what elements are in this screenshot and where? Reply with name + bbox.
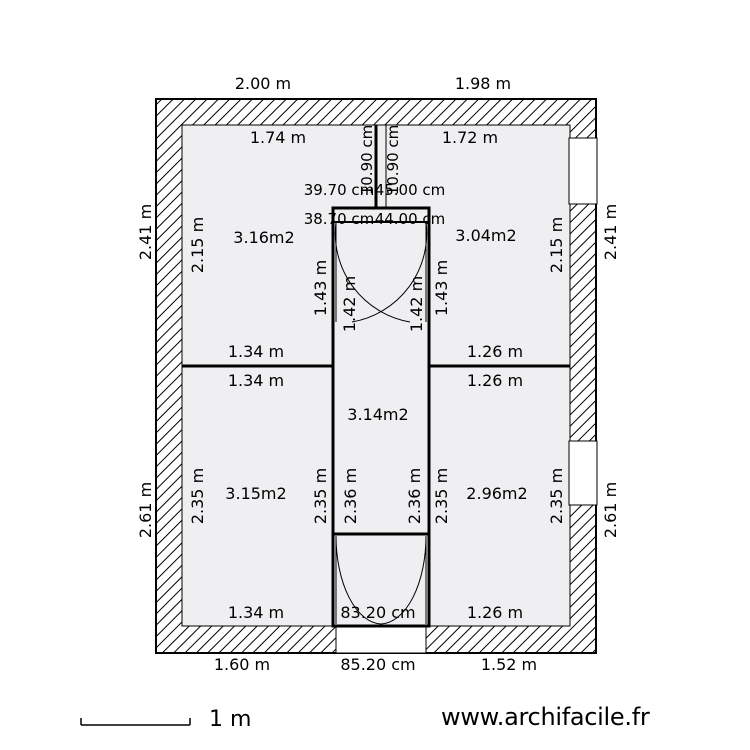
room-4-left-height: 2.35 m: [432, 468, 451, 524]
room-5-width: 83.20 cm: [340, 603, 415, 622]
room-2-top-width: 1.72 m: [442, 128, 498, 147]
room-3-left-height: 2.35 m: [188, 468, 207, 524]
scale-label: 1 m: [209, 707, 252, 732]
room-2-right-height: 2.15 m: [547, 217, 566, 273]
right-dim-top: 2.41 m: [601, 204, 620, 260]
entrance-doors: [335, 535, 427, 625]
room-4-area: 2.96m2: [466, 484, 527, 503]
closet-height-right: 1.42 m: [407, 276, 426, 332]
top-dim-right: 1.98 m: [455, 74, 511, 93]
closet-height-left: 1.42 m: [340, 276, 359, 332]
closet-doors: [334, 221, 428, 323]
room-1-area: 3.16m2: [233, 228, 294, 247]
top-dim-left: 2.00 m: [235, 74, 291, 93]
bottom-dim-right: 1.52 m: [481, 655, 537, 674]
room-5-area: 3.14m2: [347, 405, 408, 424]
bottom-dim-left: 1.60 m: [214, 655, 270, 674]
room-3-top-width: 1.34 m: [228, 371, 284, 390]
closet-width-inner-2: 44.00 cm: [375, 210, 446, 228]
room-1-right-height: 1.43 m: [311, 260, 330, 316]
closet-width-inner: 38.70 cm: [304, 210, 375, 228]
room-2-left-height: 1.43 m: [432, 260, 451, 316]
room-4-bottom-width: 1.26 m: [467, 603, 523, 622]
room-4-top-width: 1.26 m: [467, 371, 523, 390]
closet-vertical-2: 10.90 cm: [384, 125, 402, 196]
room-1-top-width: 1.74 m: [250, 128, 306, 147]
room-2-bottom-width: 1.26 m: [467, 342, 523, 361]
room-5-right-height: 2.36 m: [405, 468, 424, 524]
left-dim-bottom: 2.61 m: [136, 482, 155, 538]
left-dim-top: 2.41 m: [136, 204, 155, 260]
closet-vertical-1: 10.90 cm: [358, 125, 376, 196]
room-4-right-height: 2.35 m: [547, 468, 566, 524]
interior-walls: [182, 125, 570, 628]
right-dim-bottom: 2.61 m: [601, 482, 620, 538]
room-3-area: 3.15m2: [225, 484, 286, 503]
window-opening-top: [568, 137, 598, 205]
closet-width-outer: 39.70 cm: [304, 181, 375, 199]
room-3-right-height: 2.35 m: [311, 468, 330, 524]
room-1-bottom-width: 1.34 m: [228, 342, 284, 361]
brand-watermark: www.archifacile.fr: [441, 703, 650, 731]
room-1-left-height: 2.15 m: [188, 217, 207, 273]
entrance-opening: [335, 624, 427, 654]
room-5-left-height: 2.36 m: [341, 468, 360, 524]
bottom-dim-center: 85.20 cm: [340, 655, 415, 674]
window-opening-bottom: [568, 440, 598, 506]
closet-width-outer-2: 45.00 cm: [375, 181, 446, 199]
scale-bar: [80, 718, 191, 726]
room-3-bottom-width: 1.34 m: [228, 603, 284, 622]
room-2-area: 3.04m2: [455, 226, 516, 245]
